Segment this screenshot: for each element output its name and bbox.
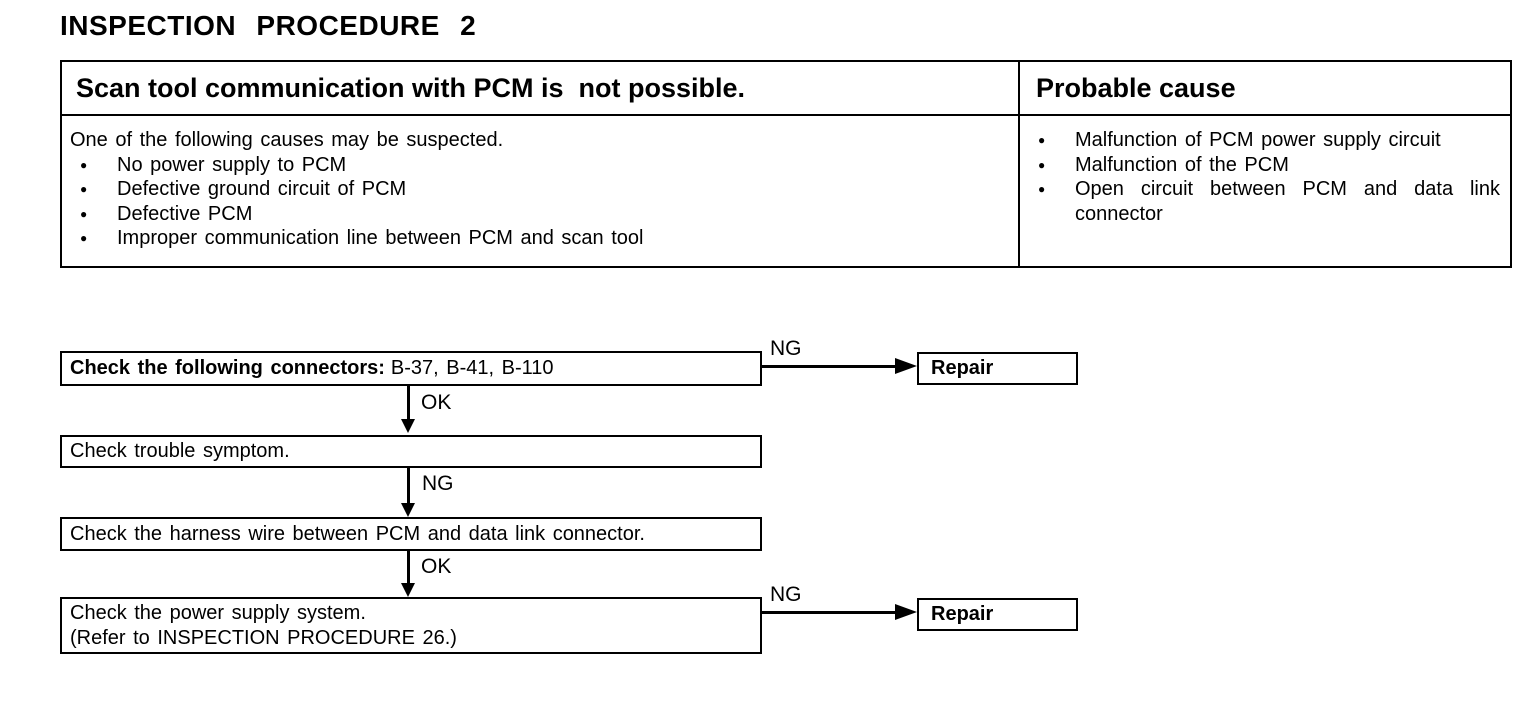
bullet-icon: ● xyxy=(1038,182,1046,196)
bullet-icon: ● xyxy=(1038,133,1046,147)
repair-label: Repair xyxy=(931,357,994,379)
symptom-bullet-item: ● Improper communication line between PC… xyxy=(70,226,1012,251)
ok-connector1-line xyxy=(407,386,410,421)
ok-connector1-label: OK xyxy=(421,391,452,414)
cause-bullet-text: Malfunction of the PCM xyxy=(1075,153,1289,176)
step1-bold-text: Check the following connectors: xyxy=(70,357,385,379)
ng-connector2-line xyxy=(407,468,410,505)
symptom-bullet-item: ● No power supply to PCM xyxy=(70,153,1012,178)
ng-branch1-label: NG xyxy=(770,337,802,360)
cause-bullet-text: Malfunction of PCM power supply circuit xyxy=(1075,129,1441,151)
ng-branch2-label: NG xyxy=(770,583,802,606)
symptom-cause-table: Scan tool communication with PCM is not … xyxy=(60,60,1512,268)
symptom-header: Scan tool communication with PCM is not … xyxy=(62,62,1020,116)
bullet-icon: ● xyxy=(1038,157,1046,172)
page-title: INSPECTION PROCEDURE 2 xyxy=(60,10,477,41)
flow-repair-box-1: Repair xyxy=(917,352,1078,385)
arrowhead-right-icon xyxy=(895,358,917,374)
symptom-bullet-text: Defective PCM xyxy=(117,202,253,225)
step2-text: Check trouble symptom. xyxy=(70,440,290,462)
arrowhead-down-icon xyxy=(401,583,415,597)
symptom-cell: One of the following causes may be suspe… xyxy=(62,116,1020,266)
ng-connector2-label: NG xyxy=(422,472,454,495)
cause-bullet-item: ● Open circuit between PCM and data link… xyxy=(1028,177,1504,226)
symptom-bullet-text: Defective ground circuit of PCM xyxy=(117,178,407,200)
ok-connector2-label: OK xyxy=(421,555,452,578)
ng-branch1-line xyxy=(762,365,902,368)
flow-repair-box-2: Repair xyxy=(917,598,1078,631)
step3-text: Check the harness wire between PCM and d… xyxy=(70,522,645,545)
bullet-icon: ● xyxy=(80,182,88,196)
cause-bullet-item: ● Malfunction of PCM power supply circui… xyxy=(1028,128,1504,153)
flow-step-check-connectors: Check the following connectors: B-37, B-… xyxy=(60,351,762,386)
arrowhead-right-icon xyxy=(895,604,917,620)
probable-cause-cell: ● Malfunction of PCM power supply circui… xyxy=(1020,116,1510,266)
arrowhead-down-icon xyxy=(401,419,415,433)
symptom-bullet-item: ● Defective ground circuit of PCM xyxy=(70,177,1012,202)
step4-line1: Check the power supply system. xyxy=(70,601,366,624)
symptom-bullet-text: Improper communication line between PCM … xyxy=(117,227,644,249)
ng-branch2-line xyxy=(762,611,902,614)
flow-step-check-power-supply: Check the power supply system. (Refer to… xyxy=(60,597,762,654)
repair-label: Repair xyxy=(931,603,994,625)
ok-connector2-line xyxy=(407,551,410,585)
flow-step-check-harness-wire: Check the harness wire between PCM and d… xyxy=(60,517,762,551)
symptom-bullet-item: ● Defective PCM xyxy=(70,202,1012,227)
cause-bullet-item: ● Malfunction of the PCM xyxy=(1028,153,1504,178)
arrowhead-down-icon xyxy=(401,503,415,517)
bullet-icon: ● xyxy=(80,206,88,221)
symptom-intro: One of the following causes may be suspe… xyxy=(70,129,504,151)
probable-cause-header: Probable cause xyxy=(1020,62,1510,116)
cause-bullet-text: Open circuit between PCM and data link c… xyxy=(1075,178,1500,225)
step1-connector-list: B-37, B-41, B-110 xyxy=(390,357,554,379)
bullet-icon: ● xyxy=(80,157,88,172)
flow-step-check-trouble-symptom: Check trouble symptom. xyxy=(60,435,762,468)
step4-line2: (Refer to INSPECTION PROCEDURE 26.) xyxy=(70,626,457,649)
symptom-bullet-text: No power supply to PCM xyxy=(117,153,347,176)
bullet-icon: ● xyxy=(80,231,88,245)
